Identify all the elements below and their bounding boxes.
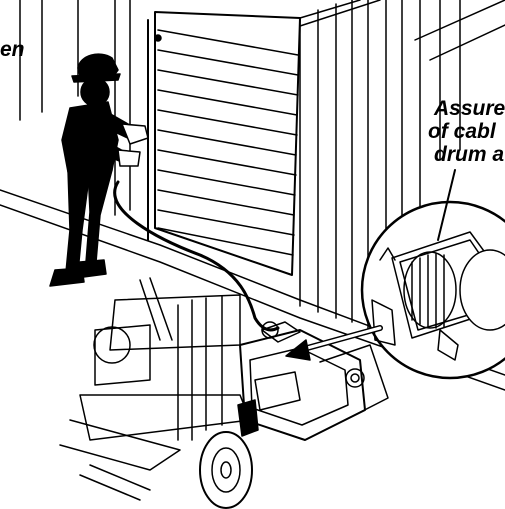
label-callout-line3: drum a [434, 143, 505, 166]
wall-panels [0, 0, 505, 391]
label-callout-line2: of cabl [428, 120, 496, 143]
vehicle-frame [59, 277, 253, 509]
cable [113, 180, 280, 332]
shutter-door [147, 11, 301, 276]
magnified-drum-detail [360, 200, 505, 380]
worker-figure [49, 53, 149, 287]
pointer-arrow [285, 325, 383, 361]
label-fragment-left: en [0, 38, 25, 61]
leader-line [437, 169, 456, 241]
winch-unit [237, 321, 389, 441]
label-callout-line1: Assure [434, 97, 505, 120]
